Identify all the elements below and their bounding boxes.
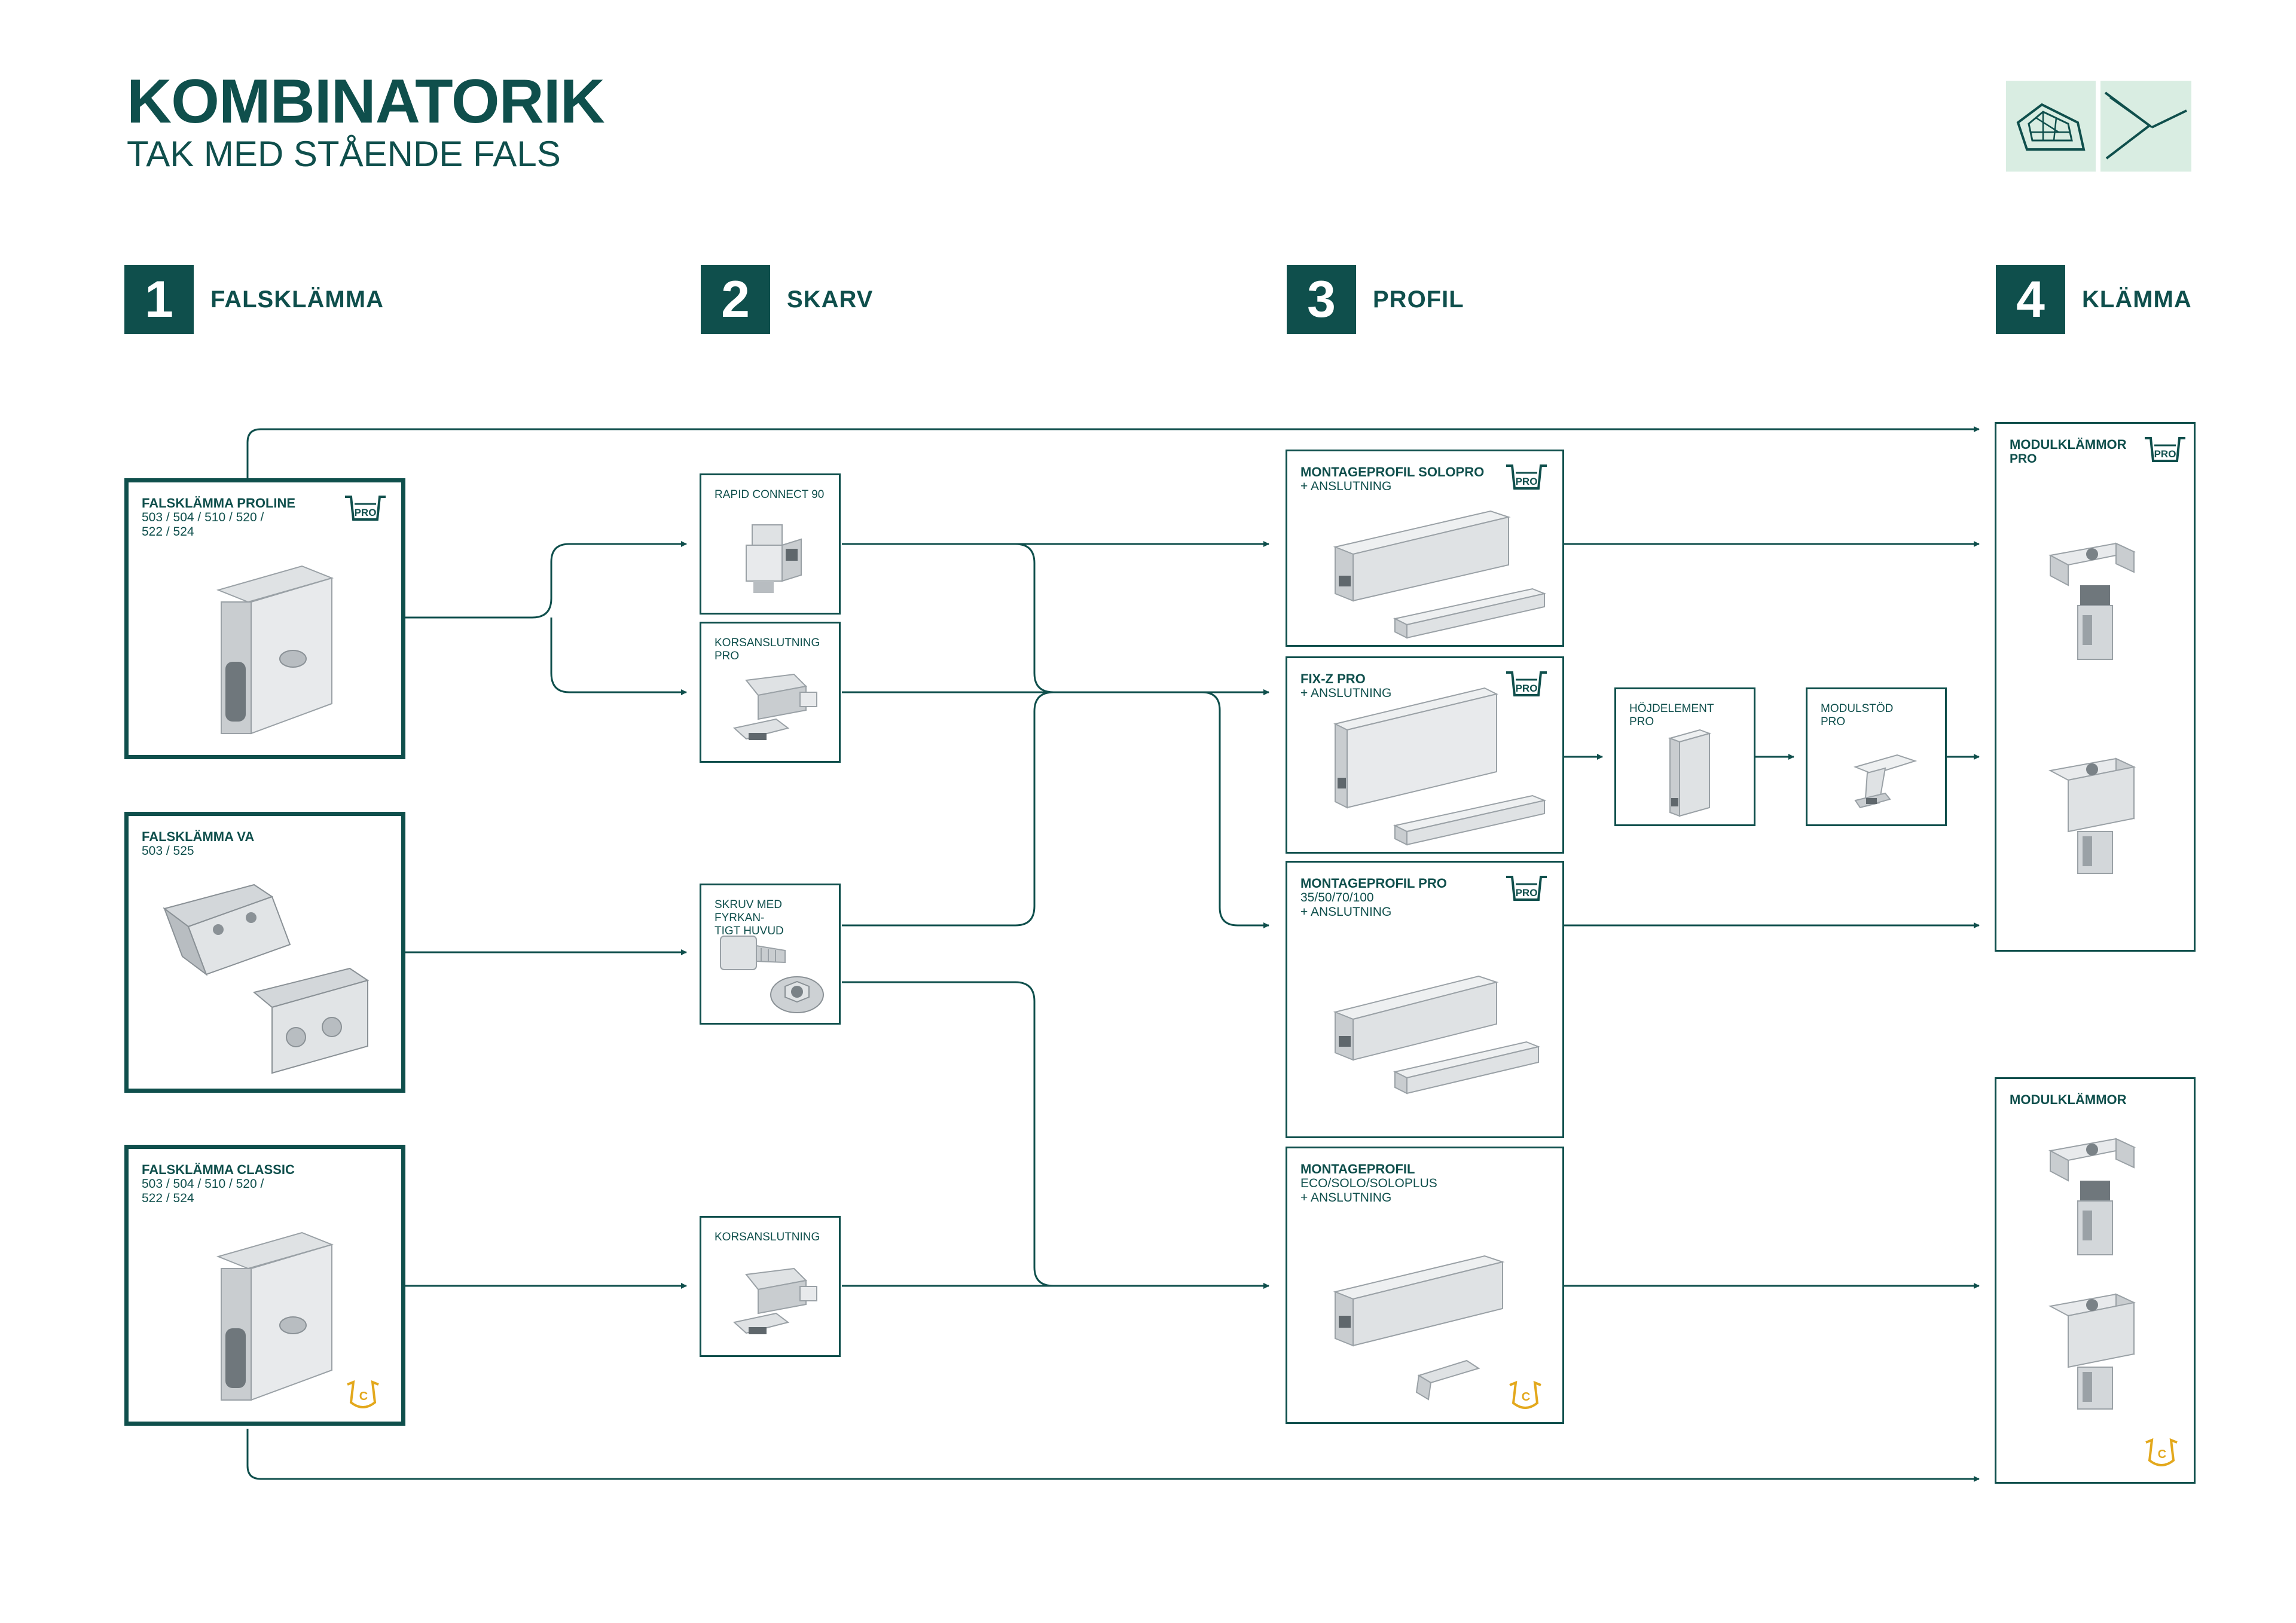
- connector-skruv-down: [842, 981, 1269, 1289]
- svg-text:PRO: PRO: [1516, 476, 1538, 487]
- step-3-label: PROFIL: [1373, 286, 1464, 313]
- step-2-label: SKARV: [787, 286, 874, 313]
- classic-badge-icon: C: [2145, 1438, 2178, 1466]
- step-1-number: 1: [124, 265, 194, 334]
- product-name: MONTAGEPROFIL PRO 35/50/70/100 + ANSLUTN…: [1300, 876, 1447, 919]
- height-element-image: [1668, 729, 1712, 817]
- product-hojdelement-pro[interactable]: HÖJDELEMENT PRO: [1614, 687, 1755, 826]
- product-korsanslutning[interactable]: KORSANSLUTNING: [700, 1216, 841, 1357]
- mounting-profile-solopro-image: [1333, 510, 1547, 639]
- pro-badge-icon: PRO: [1506, 671, 1547, 696]
- svg-text:PRO: PRO: [2154, 448, 2176, 460]
- product-montageprofil-pro[interactable]: MONTAGEPROFIL PRO 35/50/70/100 + ANSLUTN…: [1286, 861, 1564, 1138]
- classic-badge-icon: C: [1509, 1380, 1541, 1409]
- svg-text:C: C: [2158, 1448, 2166, 1461]
- product-caption: SKRUV MED FYRKAN- TIGT HUVUD: [715, 898, 784, 937]
- svg-text:PRO: PRO: [355, 507, 377, 518]
- product-modulklammor[interactable]: MODULKLÄMMOR C: [1995, 1077, 2196, 1484]
- product-name: FALSKLÄMMA CLASSIC 503 / 504 / 510 / 520…: [142, 1162, 295, 1206]
- classic-badge-icon: C: [347, 1380, 379, 1408]
- connector-top-bypass: [246, 426, 1980, 478]
- product-caption: KORSANSLUTNING: [715, 1231, 820, 1243]
- product-falsklamma-proline[interactable]: FALSKLÄMMA PROLINE 503 / 504 / 510 / 520…: [124, 478, 405, 759]
- product-caption: RAPID CONNECT 90: [715, 488, 825, 501]
- product-rapid-connect-90[interactable]: RAPID CONNECT 90: [700, 473, 841, 615]
- standing-seam-icon: [2100, 81, 2191, 172]
- step-2-number: 2: [701, 265, 770, 334]
- seam-clamp-classic-image: [216, 1231, 334, 1401]
- page-title: KOMBINATORIK: [127, 67, 605, 136]
- pro-badge-icon: PRO: [1506, 464, 1547, 490]
- product-montageprofil-solopro[interactable]: MONTAGEPROFIL SOLOPRO + ANSLUTNING PRO: [1286, 450, 1564, 647]
- va-clamp-image: [163, 884, 370, 1074]
- step-3-number: 3: [1287, 265, 1356, 334]
- product-name: MODULKLÄMMOR: [2010, 1092, 2127, 1107]
- connector-rapid-fixz: [842, 543, 1269, 695]
- product-modulstod-pro[interactable]: MODULSTÖD PRO: [1806, 687, 1947, 826]
- svg-text:C: C: [359, 1390, 368, 1403]
- svg-text:C: C: [1522, 1390, 1530, 1404]
- pro-badge-icon: PRO: [345, 496, 386, 521]
- pro-badge-icon: PRO: [1506, 876, 1547, 901]
- connector-proline-rapid: [404, 541, 687, 619]
- product-name: FIX-Z PRO + ANSLUTNING: [1300, 671, 1392, 701]
- product-falsklamma-va[interactable]: FALSKLÄMMA VA 503 / 525: [124, 812, 405, 1093]
- connector-proline-kors: [550, 618, 687, 695]
- product-name: FALSKLÄMMA PROLINE 503 / 504 / 510 / 520…: [142, 496, 296, 539]
- end-clamp-pro-image: [2048, 757, 2136, 874]
- pro-badge-icon: PRO: [2145, 437, 2185, 462]
- svg-text:PRO: PRO: [1516, 887, 1538, 898]
- connector-bottom-bypass: [246, 1429, 1980, 1482]
- header-icons: [2006, 81, 2191, 172]
- product-modulklammor-pro[interactable]: MODULKLÄMMOR PRO PRO: [1995, 422, 2196, 952]
- product-montageprofil[interactable]: MONTAGEPROFIL ECO/SOLO/SOLOPLUS + ANSLUT…: [1286, 1147, 1564, 1424]
- product-caption: KORSANSLUTNING PRO: [715, 637, 820, 662]
- product-skruv-fyrkantigt-huvud[interactable]: SKRUV MED FYRKAN- TIGT HUVUD: [700, 884, 841, 1025]
- product-name: MONTAGEPROFIL SOLOPRO + ANSLUTNING: [1300, 464, 1485, 494]
- module-support-image: [1853, 754, 1918, 809]
- step-4-label: KLÄMMA: [2082, 286, 2192, 313]
- cross-connector-pro-image: [732, 673, 817, 740]
- middle-clamp-image: [2048, 1138, 2136, 1255]
- rapid-connect-image: [746, 524, 802, 593]
- cross-connector-image: [732, 1267, 817, 1334]
- step-4-number: 4: [1996, 265, 2065, 334]
- step-1-label: FALSKLÄMMA: [210, 286, 384, 313]
- product-korsanslutning-pro[interactable]: KORSANSLUTNING PRO: [700, 622, 841, 763]
- product-caption: HÖJDELEMENT PRO: [1629, 702, 1714, 728]
- mounting-profile-eco-image: [1333, 1255, 1505, 1401]
- product-name: FALSKLÄMMA VA 503 / 525: [142, 829, 255, 858]
- connector-skruv-up: [842, 691, 1054, 927]
- product-name: MONTAGEPROFIL ECO/SOLO/SOLOPLUS + ANSLUT…: [1300, 1162, 1437, 1205]
- product-name: MODULKLÄMMOR PRO: [2010, 437, 2127, 466]
- product-caption: MODULSTÖD PRO: [1821, 702, 1894, 728]
- page-subtitle: TAK MED STÅENDE FALS: [127, 134, 561, 174]
- product-falsklamma-classic[interactable]: FALSKLÄMMA CLASSIC 503 / 504 / 510 / 520…: [124, 1145, 405, 1426]
- middle-clamp-pro-image: [2048, 542, 2136, 660]
- mounting-profile-pro-image: [1333, 975, 1541, 1095]
- roof-solar-icon: [2006, 81, 2096, 172]
- connector-korspro-montpro: [842, 691, 1269, 928]
- seam-clamp-image: [216, 565, 334, 735]
- fix-z-profile-image: [1333, 687, 1547, 846]
- end-clamp-image: [2048, 1293, 2136, 1410]
- svg-text:PRO: PRO: [1516, 683, 1538, 694]
- product-fix-z-pro[interactable]: FIX-Z PRO + ANSLUTNING PRO: [1286, 656, 1564, 854]
- square-head-screw-image: [720, 936, 824, 1013]
